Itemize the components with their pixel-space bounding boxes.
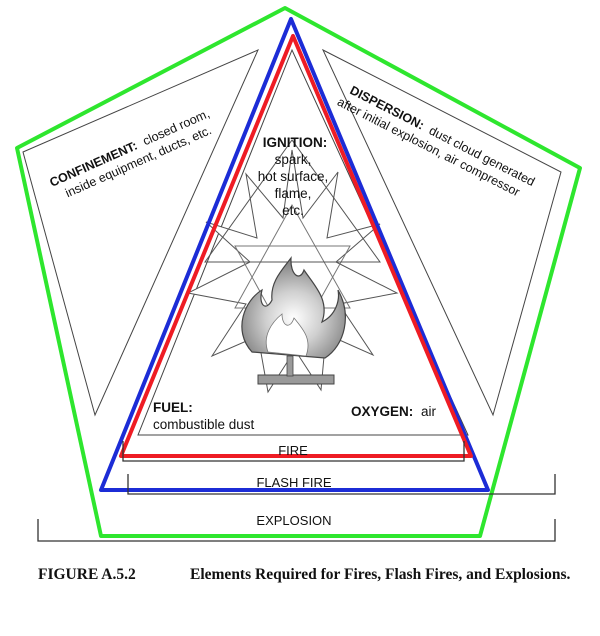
flash-fire-label: FLASH FIRE: [256, 475, 331, 490]
confinement-panel: [22, 49, 259, 417]
ignition-line-1: spark,: [275, 152, 312, 167]
fire-bracket: [122, 441, 465, 462]
oxygen-title: OXYGEN:: [351, 404, 413, 419]
burner-base: [257, 374, 335, 385]
ignition-zone: [204, 139, 381, 263]
fuel-title: FUEL:: [153, 400, 193, 415]
dispersion-panel: [321, 48, 562, 417]
figure-number: FIGURE A.5.2: [38, 566, 136, 583]
fire-label: FIRE: [278, 443, 308, 458]
oxygen-label: OXYGEN: air: [351, 404, 437, 419]
flame-icon: [241, 256, 346, 385]
fire-explosion-diagram: FIRE FLASH FIRE EXPLOSION IGNITION: spar…: [15, 6, 582, 542]
flash-fire-bracket: [127, 474, 556, 495]
explosion-bracket: [37, 519, 556, 542]
fire-triangle: [119, 34, 473, 458]
explosion-pentagon: [15, 6, 582, 538]
figure-title: Elements Required for Fires, Flash Fires…: [190, 566, 571, 583]
ignition-line-3: flame,: [275, 186, 312, 201]
explosion-label: EXPLOSION: [256, 513, 331, 528]
fuel-line-1: combustible dust: [153, 417, 255, 432]
svg-text:OXYGEN: air: OXYGEN: air: [351, 404, 437, 419]
oxygen-line-1: air: [421, 404, 437, 419]
figure-caption: FIGURE A.5.2 Elements Required for Fires,…: [38, 565, 578, 585]
ignition-line-2: hot surface,: [258, 169, 329, 184]
flash-fire-triangle: [99, 17, 490, 492]
ignition-title: IGNITION:: [263, 135, 328, 150]
ignition-line-4: etc.: [282, 203, 304, 218]
